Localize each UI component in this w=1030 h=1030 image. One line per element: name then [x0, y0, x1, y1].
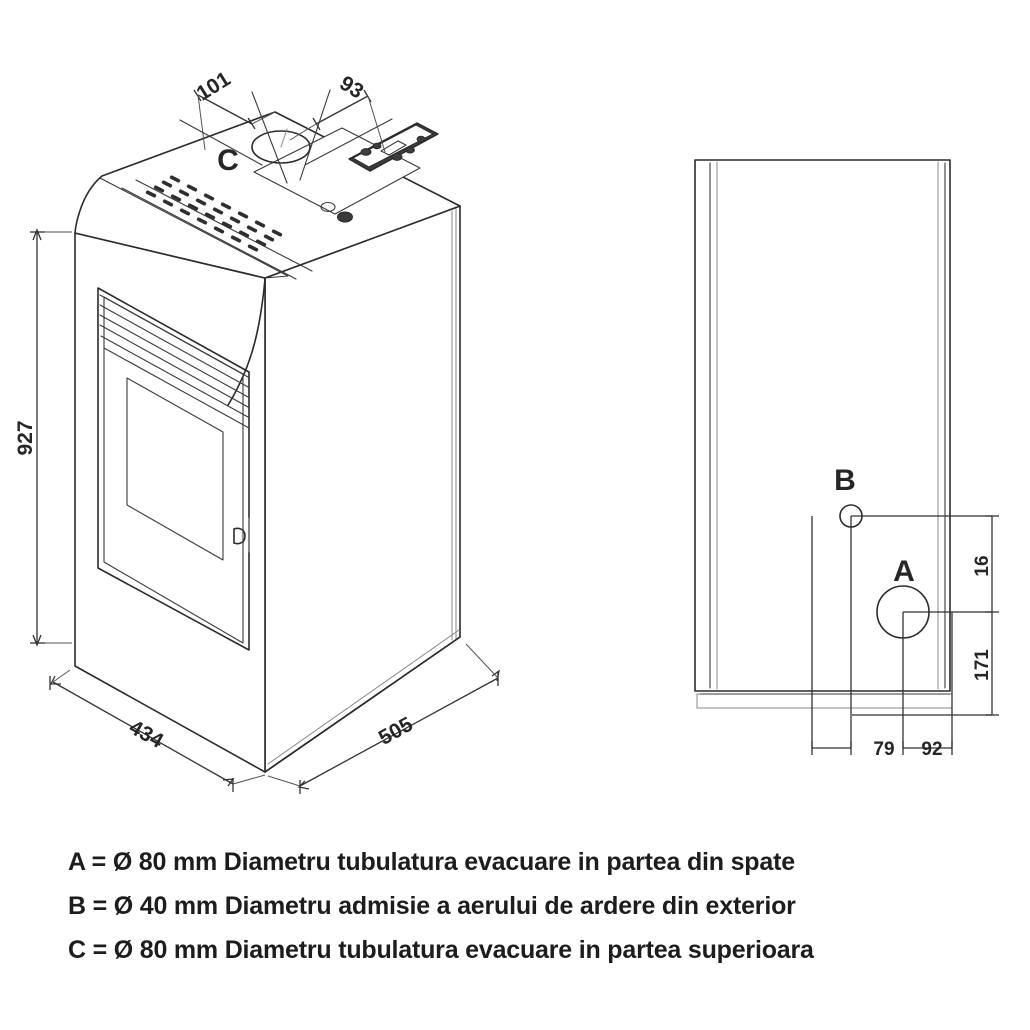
top-flue-center-mark: [280, 128, 288, 148]
dimension-label-width: 505: [375, 713, 417, 750]
panel-button: [372, 142, 382, 150]
callout-label-a: A: [893, 555, 915, 588]
dimension-label-79: 79: [873, 739, 894, 760]
panel-button: [405, 146, 415, 154]
dimension-92: 92: [902, 739, 953, 760]
door-outer-frame: [97, 287, 250, 651]
base-front-edge: [264, 636, 461, 773]
legend-line-a: A = Ø 80 mm Diametru tubulatura evacuare…: [68, 848, 795, 876]
door-handle[interactable]: [233, 527, 246, 545]
top-flue-outlet-c: [251, 130, 311, 164]
legend-line-b: B = Ø 40 mm Diametru admisie a aerului d…: [68, 892, 796, 920]
dimension-label-height: 927: [14, 420, 37, 455]
rear-base-plinth: [696, 693, 953, 709]
dimension-label-depth: 434: [125, 716, 167, 753]
stove-top-front-lip: [99, 177, 289, 279]
lid-knob-small: [320, 201, 336, 213]
top-ventilation-slots: [145, 175, 283, 252]
dimension-label-171: 171: [972, 649, 993, 681]
base-shadow-line: [267, 629, 460, 765]
door-louvers: [99, 294, 250, 429]
top-grille-plate-edge: [121, 187, 297, 280]
callout-label-b: B: [834, 464, 856, 497]
stove-front-door[interactable]: [97, 287, 250, 651]
panel-button: [391, 153, 403, 161]
lid-knob-filled: [337, 211, 353, 223]
dimension-height-927: 927: [14, 228, 72, 647]
isometric-stove-view: 927 434 505: [14, 67, 500, 794]
panel-button: [416, 135, 426, 143]
rear-stove-view: B A 16 17: [694, 159, 999, 760]
top-grille-plate-edge-2: [135, 179, 313, 272]
rear-body-outline: [694, 159, 951, 692]
control-panel-display: [379, 140, 408, 156]
dimension-label-92: 92: [921, 739, 942, 760]
control-panel[interactable]: [348, 122, 439, 172]
panel-button: [360, 148, 372, 156]
stove-right-side-face: [264, 205, 461, 773]
legend-line-c: C = Ø 80 mm Diametru tubulatura evacuare…: [68, 936, 814, 964]
legend: A = Ø 80 mm Diametru tubulatura evacuare…: [68, 840, 968, 972]
door-glass-window: [126, 377, 224, 561]
dimension-label-16: 16: [972, 555, 993, 576]
dimension-171: 171: [972, 612, 999, 716]
dimension-79: 79: [811, 739, 895, 760]
dimension-16: 16: [972, 515, 999, 613]
callout-label-c: C: [217, 144, 239, 177]
